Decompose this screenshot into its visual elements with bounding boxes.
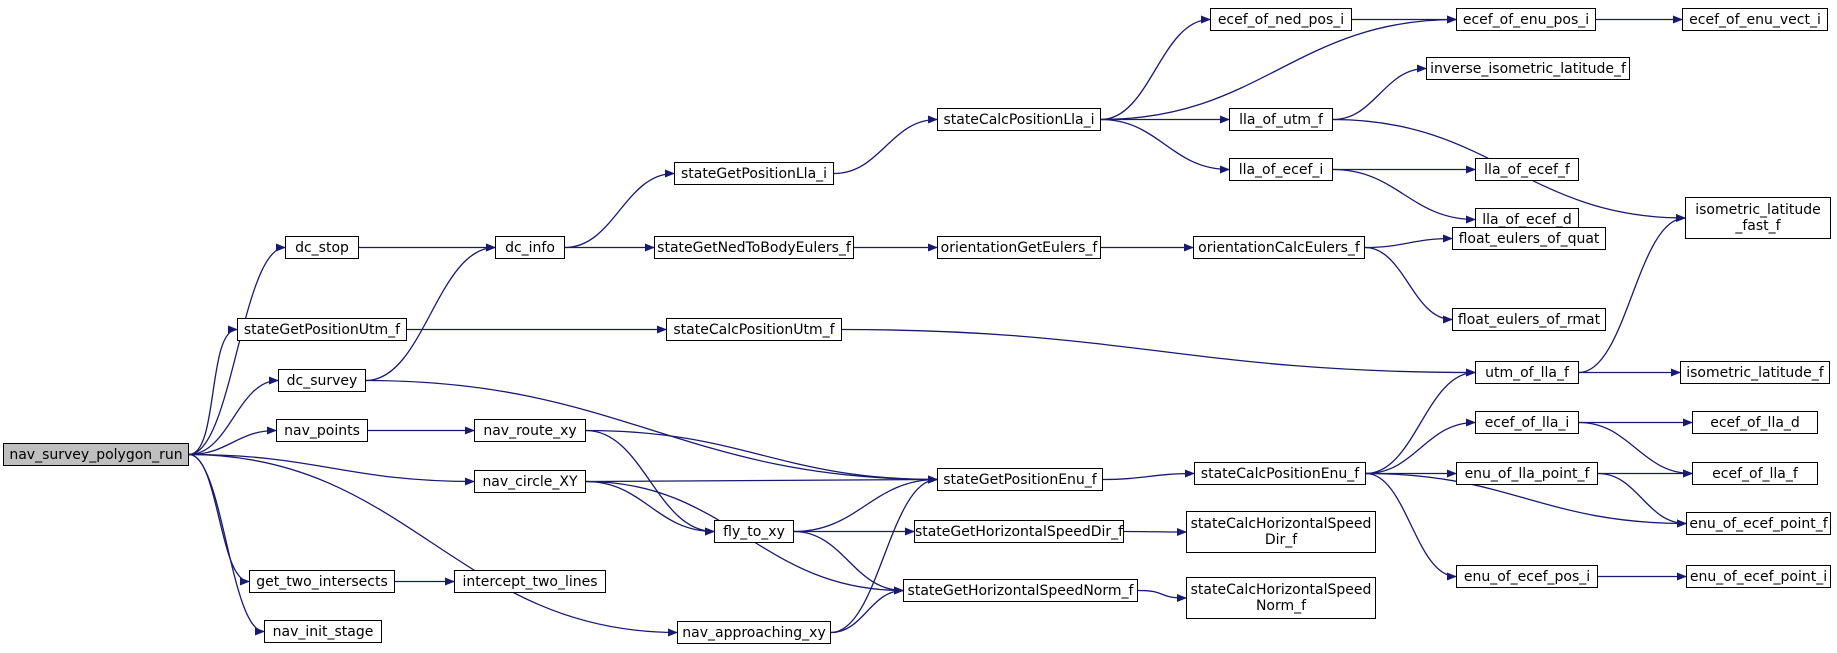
edge-stateGetPositionLla_i-to-stateCalcPositionLla_i <box>833 115 938 175</box>
node-ecef_of_lla_i[interactable]: ecef_of_lla_i <box>1475 411 1579 434</box>
edge-nav_survey_polygon_run-to-dc_stop <box>188 243 286 456</box>
node-stateCalcPositionEnu_f[interactable]: stateCalcPositionEnu_f <box>1194 462 1366 485</box>
edge-orientationCalcEulers_f-to-float_eulers_of_quat <box>1364 234 1453 249</box>
edge-dc_survey-to-dc_info <box>365 243 496 382</box>
edge-orientationCalcEulers_f-to-float_eulers_of_rmat <box>1364 246 1453 324</box>
edge-fly_to_xy-to-stateGetHorizontalSpeedNorm_f <box>793 530 904 595</box>
node-nav_points[interactable]: nav_points <box>276 419 368 442</box>
edge-stateCalcPositionLla_i-to-ecef_of_enu_pos_i <box>1100 15 1457 121</box>
node-ecef_of_lla_d[interactable]: ecef_of_lla_d <box>1692 411 1818 434</box>
edge-lla_of_ecef_i-to-lla_of_ecef_d <box>1332 168 1476 224</box>
node-nav_init_stage[interactable]: nav_init_stage <box>264 620 382 643</box>
node-enu_of_ecef_point_f[interactable]: enu_of_ecef_point_f <box>1686 512 1831 535</box>
node-dc_survey[interactable]: dc_survey <box>278 369 366 392</box>
node-ecef_of_enu_vect_i[interactable]: ecef_of_enu_vect_i <box>1682 8 1828 31</box>
node-ecef_of_enu_pos_i[interactable]: ecef_of_enu_pos_i <box>1456 8 1596 31</box>
edge-stateGetHorizontalSpeedDir_f-to-stateCalcHorizontalSpeedDir_f <box>1123 527 1187 536</box>
node-float_eulers_of_quat[interactable]: float_eulers_of_quat <box>1452 227 1606 250</box>
node-stateGetPositionLla_i[interactable]: stateGetPositionLla_i <box>674 162 834 185</box>
node-stateGetHorizontalSpeedDir_f[interactable]: stateGetHorizontalSpeedDir_f <box>914 520 1124 543</box>
edge-stateCalcPositionEnu_f-to-ecef_of_lla_i <box>1365 418 1476 475</box>
node-stateCalcHorizontalSpeedDir_f[interactable]: stateCalcHorizontalSpeed Dir_f <box>1186 511 1376 553</box>
edge-nav_survey_polygon_run-to-get_two_intersects <box>188 453 250 586</box>
edge-nav_survey_polygon_run-to-nav_approaching_xy <box>188 453 678 637</box>
node-utm_of_lla_f[interactable]: utm_of_lla_f <box>1475 361 1579 384</box>
node-nav_survey_polygon_run: nav_survey_polygon_run <box>3 443 189 466</box>
node-intercept_two_lines[interactable]: intercept_two_lines <box>454 570 606 593</box>
edge-nav_route_xy-to-stateGetPositionEnu_f <box>585 429 938 484</box>
node-enu_of_ecef_pos_i[interactable]: enu_of_ecef_pos_i <box>1456 565 1598 588</box>
node-fly_to_xy[interactable]: fly_to_xy <box>714 520 794 543</box>
edge-stateCalcPositionLla_i-to-ecef_of_ned_pos_i <box>1100 15 1211 121</box>
node-nav_approaching_xy[interactable]: nav_approaching_xy <box>677 621 831 644</box>
edge-nav_survey_polygon_run-to-dc_survey <box>188 376 279 456</box>
node-enu_of_ecef_point_i[interactable]: enu_of_ecef_point_i <box>1686 565 1831 588</box>
edge-nav_survey_polygon_run-to-stateGetPositionUtm_f <box>188 325 238 456</box>
edge-enu_of_lla_point_f-to-enu_of_ecef_point_f <box>1597 472 1687 528</box>
edge-nav_approaching_xy-to-stateGetPositionEnu_f <box>830 475 938 634</box>
node-stateGetHorizontalSpeedNorm_f[interactable]: stateGetHorizontalSpeedNorm_f <box>903 579 1138 602</box>
edge-stateCalcPositionEnu_f-to-enu_of_ecef_point_f <box>1365 472 1687 528</box>
edge-dc_info-to-stateGetPositionLla_i <box>564 169 675 249</box>
node-stateCalcPositionUtm_f[interactable]: stateCalcPositionUtm_f <box>666 318 842 341</box>
edge-nav_survey_polygon_run-to-nav_init_stage <box>188 453 265 636</box>
node-nav_circle_XY[interactable]: nav_circle_XY <box>474 470 586 493</box>
edge-nav_circle_XY-to-stateGetPositionEnu_f <box>585 475 938 484</box>
edge-stateCalcPositionEnu_f-to-utm_of_lla_f <box>1365 368 1476 475</box>
node-stateGetPositionUtm_f[interactable]: stateGetPositionUtm_f <box>237 318 407 341</box>
node-inverse_isometric_latitude_f[interactable]: inverse_isometric_latitude_f <box>1426 57 1630 80</box>
edge-stateCalcPositionEnu_f-to-enu_of_ecef_pos_i <box>1365 472 1457 581</box>
edge-nav_survey_polygon_run-to-nav_points <box>188 426 277 456</box>
edge-lla_of_utm_f-to-inverse_isometric_latitude_f <box>1332 64 1427 121</box>
node-stateCalcHorizontalSpeedNorm_f[interactable]: stateCalcHorizontalSpeed Norm_f <box>1186 577 1376 619</box>
edge-stateCalcPositionLla_i-to-lla_of_ecef_i <box>1100 118 1230 174</box>
edge-stateGetPositionEnu_f-to-stateCalcPositionEnu_f <box>1102 469 1195 481</box>
node-isometric_latitude_fast_f[interactable]: isometric_latitude _fast_f <box>1685 197 1831 239</box>
node-ecef_of_lla_f[interactable]: ecef_of_lla_f <box>1692 462 1818 485</box>
node-stateGetNedToBodyEulers_f[interactable]: stateGetNedToBodyEulers_f <box>654 236 854 259</box>
node-orientationGetEulers_f[interactable]: orientationGetEulers_f <box>937 236 1101 259</box>
edge-nav_approaching_xy-to-stateGetHorizontalSpeedNorm_f <box>830 586 904 634</box>
node-lla_of_ecef_f[interactable]: lla_of_ecef_f <box>1475 158 1579 181</box>
node-orientationCalcEulers_f[interactable]: orientationCalcEulers_f <box>1193 236 1365 259</box>
node-isometric_latitude_f[interactable]: isometric_latitude_f <box>1680 361 1830 384</box>
edge-utm_of_lla_f-to-isometric_latitude_fast_f <box>1578 214 1686 374</box>
node-nav_route_xy[interactable]: nav_route_xy <box>474 419 586 442</box>
node-enu_of_lla_point_f[interactable]: enu_of_lla_point_f <box>1456 462 1598 485</box>
edge-ecef_of_lla_i-to-ecef_of_lla_f <box>1578 421 1693 478</box>
node-get_two_intersects[interactable]: get_two_intersects <box>249 570 395 593</box>
edge-dc_survey-to-stateGetPositionEnu_f <box>365 379 938 484</box>
node-dc_info[interactable]: dc_info <box>495 236 565 259</box>
node-stateCalcPositionLla_i[interactable]: stateCalcPositionLla_i <box>937 108 1101 131</box>
edge-fly_to_xy-to-stateGetPositionEnu_f <box>793 475 938 533</box>
edge-nav_circle_XY-to-fly_to_xy <box>585 480 715 536</box>
node-lla_of_ecef_i[interactable]: lla_of_ecef_i <box>1229 158 1333 181</box>
node-ecef_of_ned_pos_i[interactable]: ecef_of_ned_pos_i <box>1210 8 1352 31</box>
edge-stateGetHorizontalSpeedNorm_f-to-stateCalcHorizontalSpeedNorm_f <box>1137 589 1187 602</box>
edge-nav_survey_polygon_run-to-nav_circle_XY <box>188 453 475 486</box>
node-stateGetPositionEnu_f[interactable]: stateGetPositionEnu_f <box>937 468 1103 491</box>
node-lla_of_utm_f[interactable]: lla_of_utm_f <box>1229 108 1333 131</box>
edge-stateCalcPositionUtm_f-to-utm_of_lla_f <box>841 328 1476 377</box>
node-dc_stop[interactable]: dc_stop <box>285 236 359 259</box>
node-float_eulers_of_rmat[interactable]: float_eulers_of_rmat <box>1452 308 1606 331</box>
